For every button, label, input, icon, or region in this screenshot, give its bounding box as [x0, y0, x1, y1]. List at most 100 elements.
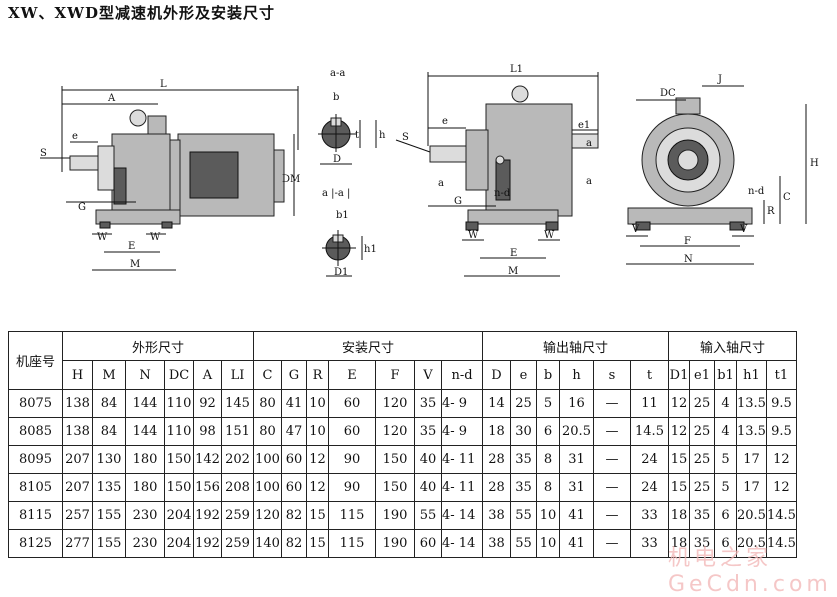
label-section-aa: a-a: [330, 68, 345, 79]
table-cell: 120: [253, 501, 282, 530]
table-column-header: H: [62, 360, 93, 390]
table-cell: 25: [689, 473, 715, 502]
table-cell: 120: [375, 389, 415, 418]
table-cell: 55: [414, 501, 442, 530]
table-cell: 60: [328, 417, 376, 446]
table-cell: 207: [62, 445, 93, 474]
table-cell: 204: [164, 501, 194, 530]
table-group-header: 外形尺寸: [62, 331, 254, 361]
table-cell: 6: [714, 529, 737, 558]
middle-view-drawing: L1 S e e1 a a a G n-d W W E M: [395, 64, 599, 277]
label-C: C: [783, 192, 791, 203]
table-cell: 110: [164, 389, 194, 418]
table-cell: 12: [765, 445, 797, 474]
label-D: D: [333, 154, 341, 165]
model-cell: 8085: [8, 417, 63, 446]
table-cell: 156: [193, 473, 222, 502]
table-cell: 4- 11: [441, 473, 483, 502]
label-h1: h1: [364, 244, 377, 255]
table-column-header: A: [193, 360, 222, 390]
label-nd-mid: n-d: [494, 188, 511, 199]
label-G: G: [78, 202, 86, 213]
table-cell: 35: [510, 445, 537, 474]
table-cell: 35: [689, 501, 715, 530]
table-cell: 208: [221, 473, 254, 502]
table-cell: 33: [630, 529, 669, 558]
table-cell: 259: [221, 501, 254, 530]
label-J: J: [717, 74, 722, 85]
table-cell: 140: [253, 529, 282, 558]
table-cell: 28: [482, 445, 511, 474]
table-cell: 4: [714, 417, 737, 446]
table-cell: 190: [375, 501, 415, 530]
table-cell: 12: [668, 417, 690, 446]
table-cell: 4- 14: [441, 501, 483, 530]
table-cell: 10: [536, 501, 560, 530]
label-N: N: [684, 254, 693, 265]
table-cell: 82: [281, 501, 307, 530]
page-title: XW、XWD型减速机外形及安装尺寸: [8, 4, 275, 22]
table-column-header: e: [510, 360, 537, 390]
table-cell: 60: [281, 445, 307, 474]
table-column-header: t1: [765, 360, 797, 390]
table-column-header: F: [375, 360, 415, 390]
label-R: R: [767, 206, 775, 217]
table-cell: 41: [281, 389, 307, 418]
table-cell: 150: [375, 473, 415, 502]
table-column-header: h1: [736, 360, 767, 390]
table-cell: 144: [125, 417, 165, 446]
table-cell: 230: [125, 529, 165, 558]
table-cell: 257: [62, 501, 93, 530]
table-column-header: b: [536, 360, 560, 390]
label-L: L: [160, 79, 167, 90]
label-W-mid1: W: [468, 230, 479, 241]
table-cell: 10: [536, 529, 560, 558]
table-cell: 14.5: [630, 417, 669, 446]
table-cell: 25: [689, 417, 715, 446]
table-cell: 115: [328, 529, 376, 558]
table-cell: 5: [536, 389, 560, 418]
table-cell: 90: [328, 445, 376, 474]
table-cell: 180: [125, 445, 165, 474]
table-cell: 20.5: [736, 501, 767, 530]
table-cell: 18: [482, 417, 511, 446]
table-cell: 31: [559, 445, 594, 474]
table-cell: 35: [414, 417, 442, 446]
table-cell: 5: [714, 473, 737, 502]
table-cell: 110: [164, 417, 194, 446]
label-S-mid: S: [402, 132, 409, 143]
label-F: F: [684, 236, 691, 247]
table-cell: 15: [306, 501, 329, 530]
table-column-header: e1: [689, 360, 715, 390]
table-cell: 30: [510, 417, 537, 446]
table-column-header: M: [92, 360, 126, 390]
table-cell: 41: [559, 529, 594, 558]
table-cell: 13.5: [736, 417, 767, 446]
table-cell: —: [593, 445, 631, 474]
table-cell: 60: [281, 473, 307, 502]
table-cell: 33: [630, 501, 669, 530]
model-cell: 8075: [8, 389, 63, 418]
model-cell: 8125: [8, 529, 63, 558]
table-cell: 90: [328, 473, 376, 502]
table-cell: 24: [630, 473, 669, 502]
label-A: A: [107, 93, 116, 104]
label-section-aa2: a |-a |: [322, 188, 350, 199]
table-cell: —: [593, 529, 631, 558]
label-G-mid: G: [454, 196, 462, 207]
table-cell: 41: [559, 501, 594, 530]
model-cell: 8095: [8, 445, 63, 474]
table-cell: 35: [414, 389, 442, 418]
table-cell: 202: [221, 445, 254, 474]
table-cell: 150: [375, 445, 415, 474]
table-cell: 16: [559, 389, 594, 418]
table-cell: 150: [164, 445, 194, 474]
table-cell: 12: [306, 445, 329, 474]
table-cell: 155: [92, 501, 126, 530]
label-V2: V: [739, 224, 748, 235]
table-cell: 92: [193, 389, 222, 418]
table-cell: 120: [375, 417, 415, 446]
